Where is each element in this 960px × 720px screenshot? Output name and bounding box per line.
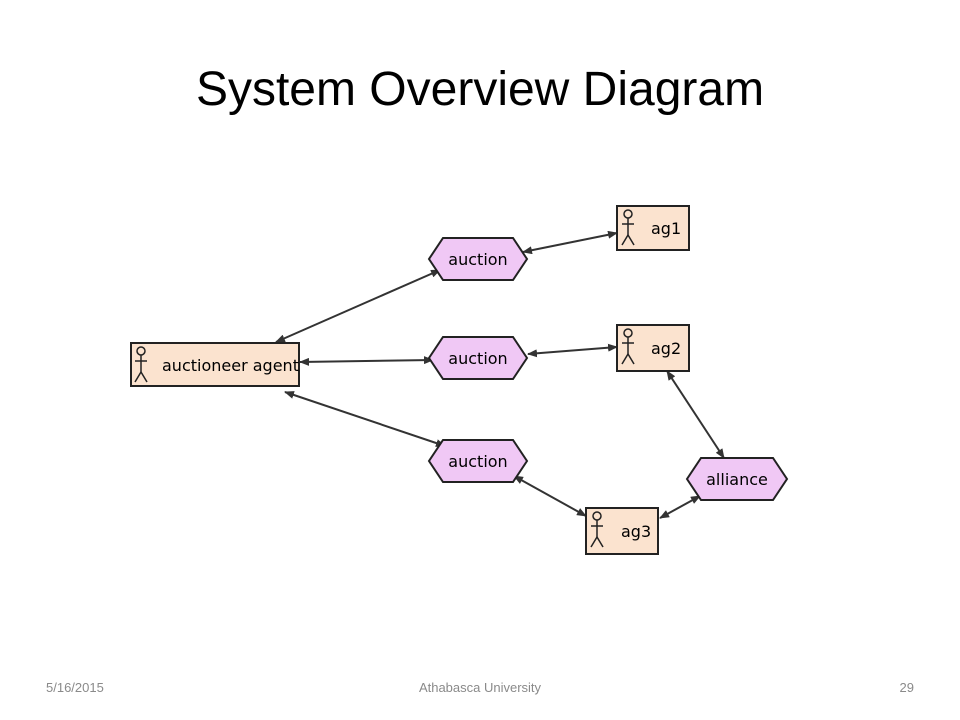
protocol-auction2: auction bbox=[427, 336, 529, 380]
agent-ag3: ag3 bbox=[585, 507, 659, 555]
protocol-alliance: alliance bbox=[685, 457, 789, 501]
link-auctioneer-auction2 bbox=[299, 356, 434, 366]
protocol-label-auction2: auction bbox=[448, 349, 507, 368]
footer-date: 5/16/2015 bbox=[46, 680, 104, 695]
link-ag2-alliance bbox=[666, 370, 725, 459]
protocol-label-auction3: auction bbox=[448, 452, 507, 471]
protocol-label-alliance: alliance bbox=[706, 470, 768, 489]
footer-organization: Athabasca University bbox=[418, 680, 542, 695]
protocol-label-auction1: auction bbox=[448, 250, 507, 269]
footer-page-number: 29 bbox=[899, 680, 914, 695]
actor-icon bbox=[590, 511, 604, 548]
slide-title: System Overview Diagram bbox=[195, 63, 765, 116]
agent-label-ag2: ag2 bbox=[651, 339, 681, 358]
link-auction3-ag3 bbox=[513, 475, 587, 517]
actor-icon bbox=[134, 346, 148, 383]
link-auction1-ag1 bbox=[522, 230, 618, 255]
protocol-auction3: auction bbox=[427, 439, 529, 483]
agent-auctioneer: auctioneer agent bbox=[130, 342, 300, 387]
link-auction2-ag2 bbox=[527, 343, 618, 358]
agent-ag1: ag1 bbox=[616, 205, 690, 251]
link-auctioneer-auction3 bbox=[284, 391, 446, 447]
actor-icon bbox=[621, 209, 635, 246]
agent-label-auctioneer: auctioneer agent bbox=[162, 356, 299, 375]
agent-ag2: ag2 bbox=[616, 324, 690, 372]
link-auctioneer-auction1 bbox=[275, 269, 441, 343]
links bbox=[275, 230, 725, 519]
actor-icon bbox=[621, 328, 635, 365]
link-ag3-alliance bbox=[659, 495, 701, 519]
agent-label-ag1: ag1 bbox=[651, 219, 681, 238]
protocol-auction1: auction bbox=[427, 237, 529, 281]
agent-label-ag3: ag3 bbox=[621, 522, 651, 541]
